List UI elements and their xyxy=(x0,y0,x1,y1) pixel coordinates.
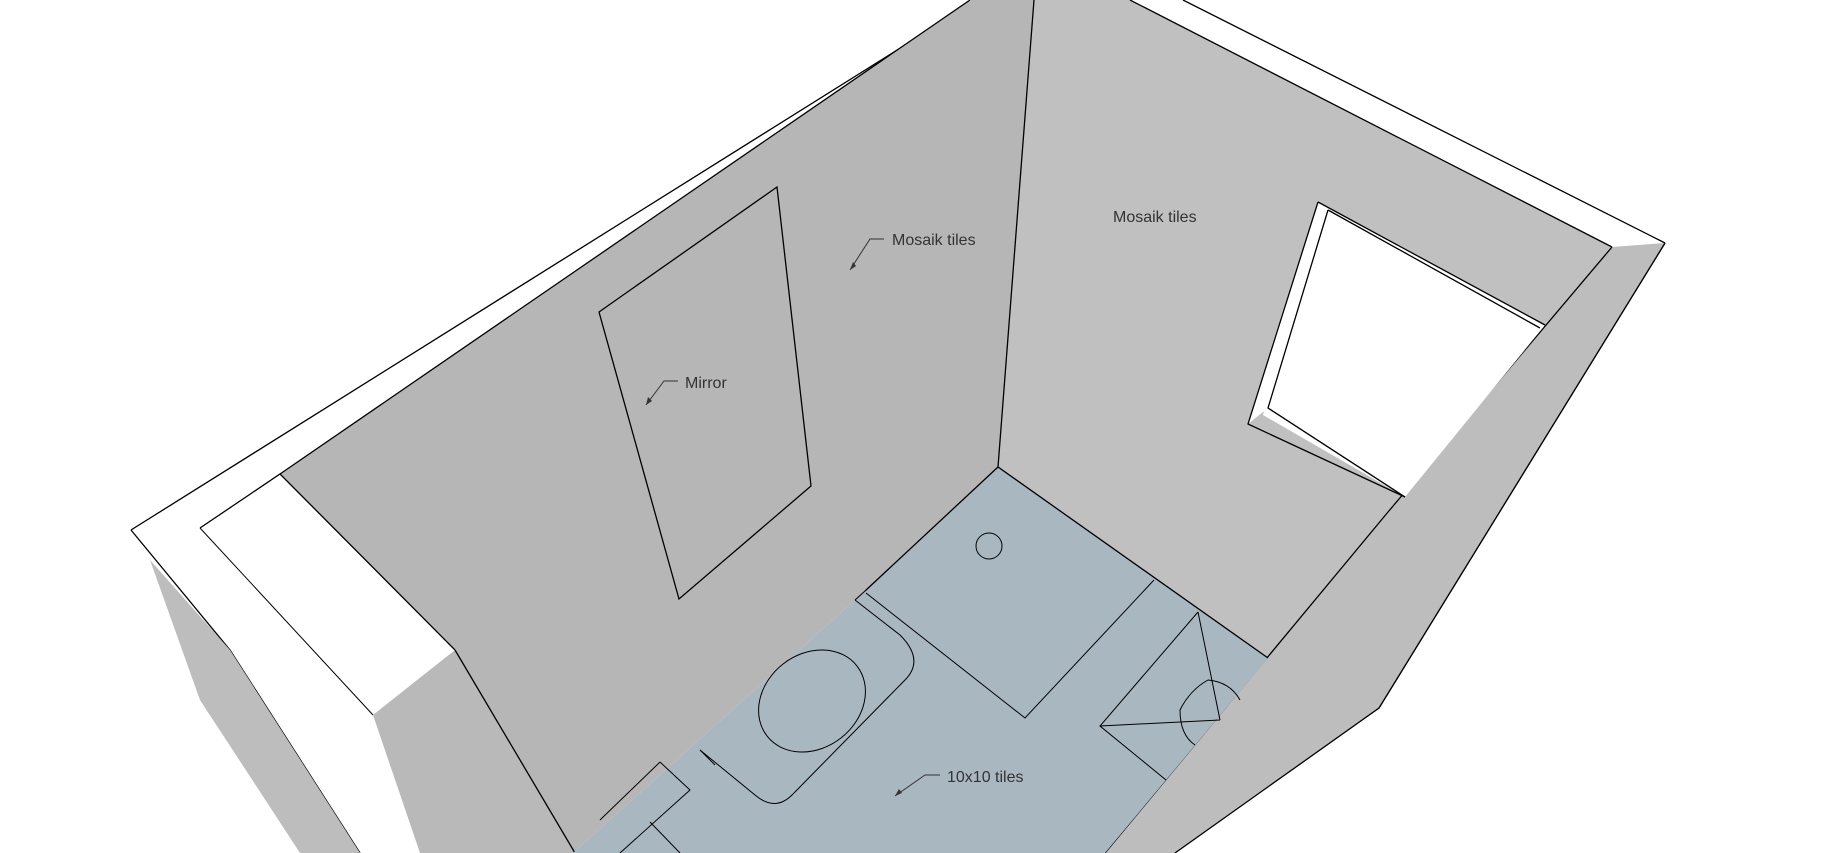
left-outer-sliver xyxy=(150,560,360,853)
annotation-mosaik-left: Mosaik tiles xyxy=(849,232,976,271)
label-mosaik-left: Mosaik tiles xyxy=(892,232,976,249)
bathtub-icon xyxy=(699,599,915,804)
left-door-opening xyxy=(199,473,576,853)
left-wall xyxy=(280,0,1034,853)
mirror xyxy=(598,185,812,601)
label-mirror: Mirror xyxy=(685,375,727,392)
label-floor-tiles: 10x10 tiles xyxy=(947,769,1024,786)
floor xyxy=(573,467,1268,853)
label-mosaik-right: Mosaik tiles xyxy=(1113,209,1197,226)
drain-icon xyxy=(975,532,1003,560)
right-window xyxy=(1247,201,1546,498)
floor-fixtures xyxy=(599,532,1241,853)
annotation-floor-tiles: 10x10 tiles xyxy=(894,769,1024,797)
annotation-mirror: Mirror xyxy=(645,375,727,406)
annotation-mosaik-right: Mosaik tiles xyxy=(1113,209,1197,226)
wall-corner-edge xyxy=(997,0,1035,468)
